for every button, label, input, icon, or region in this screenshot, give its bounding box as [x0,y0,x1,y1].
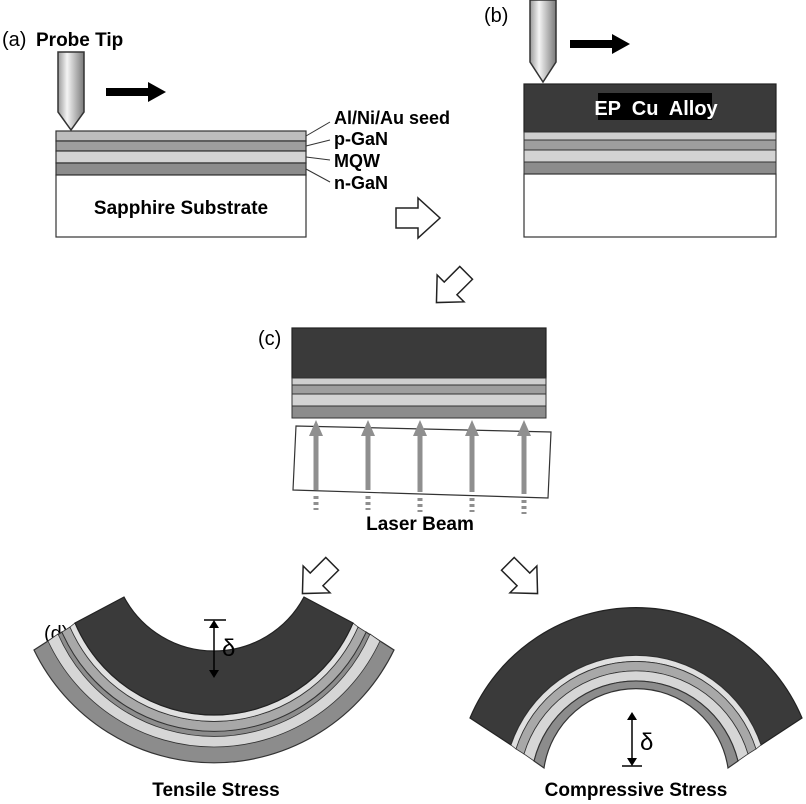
compressive-bend [469,606,803,770]
sapphire-substrate [523,173,777,238]
laser-arrow [465,420,479,512]
p-gan-layer [291,384,547,395]
n-gan-layer [523,161,777,175]
sapphire-substrate [55,174,307,238]
motion-arrow-icon [106,82,166,102]
probe-tip-label: Probe Tip [36,30,123,51]
n-gan-label: n-GaN [334,173,388,193]
mqw-layer [523,149,777,163]
laser-arrow [309,420,323,510]
motion-arrow-icon [570,34,630,54]
seed-layer [523,131,777,141]
substrate-label: Sapphire Substrate [94,198,268,219]
next-step-arrow-icon [395,196,442,240]
tensile-delta-symbol: δ [222,635,235,662]
tensile-bend [33,596,395,764]
panel-b-label: (b) [484,5,508,27]
tensile-arrow-icon [301,556,340,595]
layer-stack-a [55,130,307,238]
laser-arrow [517,420,531,514]
panel-c-label: (c) [258,328,281,350]
laser-arrow [361,420,375,510]
panel-a-label: (a) [2,29,26,51]
cu-alloy-layer [291,327,547,379]
panel-c: (c) [258,327,552,535]
p-gan-layer [55,140,307,152]
mqw-layer [55,150,307,164]
laser-arrows [309,420,531,514]
p-gan-layer [523,139,777,151]
n-gan-layer [291,405,547,419]
panel-b: (b) EP Cu Alloy [484,0,777,238]
probe-tip-icon [529,0,557,84]
panel-a: (a) Probe Tip Sapphire Substrate Al/Ni/A… [2,29,450,238]
tensile-stress-label: Tensile Stress [152,780,279,801]
p-gan-label: p-GaN [334,129,388,149]
cu-alloy-label: EP Cu Alloy [594,98,718,120]
compressive-stress-label: Compressive Stress [545,780,728,801]
next-step-arrow-icon [435,265,474,304]
seed-layer [291,377,547,386]
panel-d: (d) δ Tensile Stress [33,596,803,801]
compressive-arrow-icon [500,556,539,595]
cu-label-box [598,93,712,120]
layer-stack-c [291,327,547,419]
laser-arrow [413,420,427,512]
mqw-label: MQW [334,151,380,171]
compressive-deflection-marker [622,712,642,767]
mqw-layer [291,393,547,407]
compressive-delta-symbol: δ [640,729,653,756]
tensile-deflection-marker [204,619,226,678]
seed-layer-label: Al/Ni/Au seed [334,108,450,128]
n-gan-layer [55,162,307,176]
seed-layer [55,130,307,142]
layer-stack-b [523,83,777,238]
leader-lines [305,121,331,183]
laser-beam-label: Laser Beam [366,514,474,535]
probe-tip-icon [57,51,85,132]
